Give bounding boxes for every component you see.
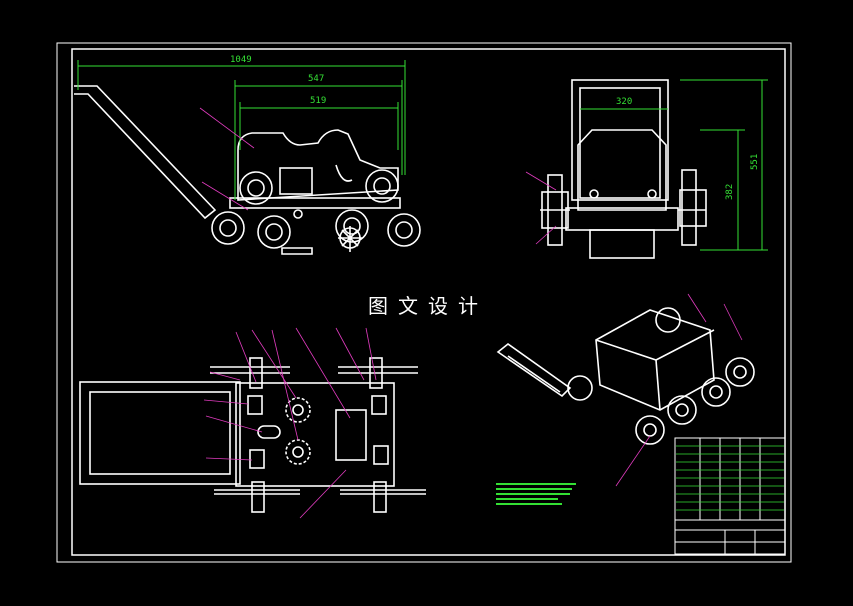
parts-table-rows	[676, 445, 784, 511]
front-view-handle	[571, 79, 669, 201]
tech-note-line	[496, 493, 570, 495]
tech-note-line	[496, 503, 562, 505]
side-view-body	[237, 129, 399, 201]
front-view-dimensions	[580, 79, 768, 251]
dim-total-length: 1049	[230, 55, 252, 65]
parts-table	[674, 437, 786, 555]
dim-width-320: 320	[616, 97, 633, 107]
outer-frame	[56, 42, 792, 563]
tech-note-line	[496, 483, 576, 485]
isometric-view	[496, 307, 755, 445]
tech-note-line	[496, 488, 572, 490]
dim-length-547: 547	[308, 74, 325, 84]
iso-body	[595, 309, 715, 411]
top-view-frame	[235, 382, 395, 487]
inner-frame	[71, 48, 786, 556]
side-view-dimensions	[77, 60, 406, 200]
side-view-handle	[74, 85, 217, 220]
tech-note-line	[496, 498, 558, 500]
iso-handle	[496, 342, 572, 398]
side-view	[74, 85, 421, 255]
front-view-body	[577, 129, 667, 211]
top-view-handle	[79, 381, 241, 485]
top-view	[79, 357, 426, 513]
front-view	[540, 79, 707, 259]
watermark: 图文设计	[368, 294, 488, 318]
part-leaders	[199, 107, 743, 519]
dim-length-519: 519	[310, 96, 327, 106]
dim-height-382: 382	[725, 183, 735, 200]
dim-height-551: 551	[750, 153, 760, 170]
